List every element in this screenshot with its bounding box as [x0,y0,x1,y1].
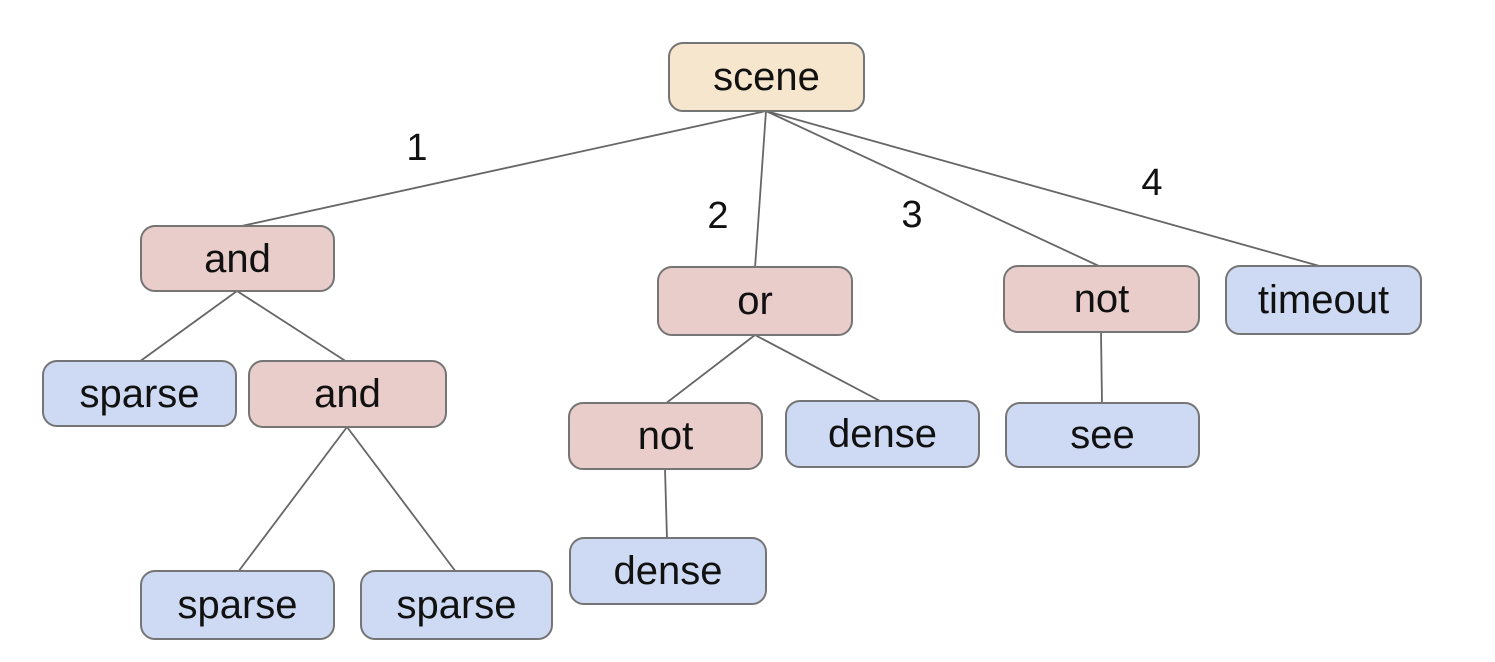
node-scene: scene [668,42,865,112]
node-see-1: see [1005,402,1200,468]
node-timeout-1: timeout [1225,265,1422,335]
edge-scene-and-1 [236,110,767,228]
node-and-2: and [248,360,447,428]
edge-or-1-not-1 [664,334,756,405]
edge-or-1-dense-1 [754,334,883,403]
node-and-1: and [140,225,335,292]
node-sparse-2: sparse [140,570,335,640]
edge-label-3: 3 [901,194,923,236]
node-or-1: or [657,266,853,336]
node-dense-2: dense [569,537,767,605]
node-sparse-1: sparse [42,360,237,427]
edge-scene-timeout-1 [765,110,1324,268]
edge-and-1-sparse-1 [138,290,238,363]
node-sparse-3: sparse [360,570,553,640]
edge-label-2: 2 [707,195,729,237]
edge-scene-or-1 [754,110,767,269]
edge-scene-not-2 [765,110,1102,268]
edge-label-1: 1 [406,127,428,169]
edge-and-1-and-2 [236,290,348,363]
edge-and-2-sparse-2 [237,426,348,573]
edge-not-2-see-1 [1100,331,1103,405]
node-dense-1: dense [785,400,980,468]
node-not-2: not [1003,265,1200,333]
edge-label-4: 4 [1141,162,1163,204]
edge-not-1-dense-2 [664,468,668,540]
edge-and-2-sparse-3 [346,426,457,573]
node-not-1: not [568,402,763,470]
